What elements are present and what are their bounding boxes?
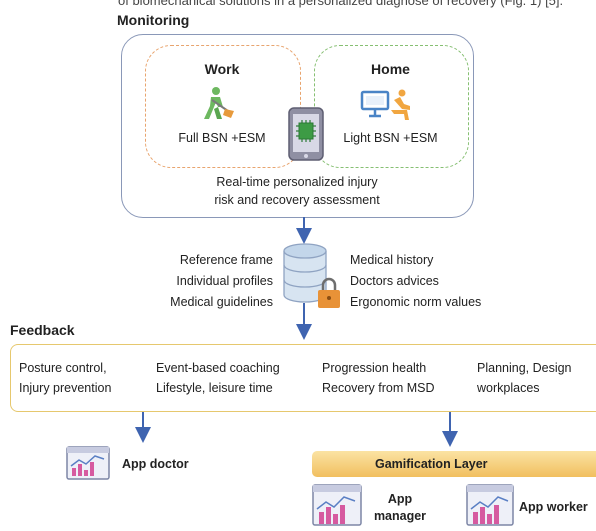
- database-lock-icon: [281, 243, 341, 319]
- app-worker-label: App worker: [519, 500, 588, 514]
- home-label: Light BSN +ESM: [343, 131, 438, 145]
- dashboard-chart-icon: [466, 484, 514, 526]
- home-title: Home: [371, 61, 410, 77]
- work-label: Full BSN +ESM: [178, 131, 266, 145]
- header-text-fragment: of biomechanical solutions in a personal…: [118, 0, 564, 8]
- feedback-item-line: workplaces: [477, 381, 540, 395]
- feedback-item-line: Recovery from MSD: [322, 381, 435, 395]
- db-right-item: Medical history: [350, 253, 434, 267]
- feedback-item-coaching: Event-based coaching Lifestyle, leisure …: [156, 358, 280, 398]
- monitor-chair-icon: [360, 88, 416, 122]
- feedback-item-line: Posture control,: [19, 361, 107, 375]
- feedback-title: Feedback: [10, 322, 75, 338]
- feedback-item-line: Planning, Design: [477, 361, 572, 375]
- app-manager-line: manager: [373, 509, 427, 523]
- db-left-item: Medical guidelines: [170, 295, 273, 309]
- dashboard-chart-icon: [66, 446, 110, 480]
- app-manager-line: App: [387, 492, 413, 506]
- feedback-item-planning: Planning, Design workplaces: [477, 358, 572, 398]
- monitoring-title: Monitoring: [117, 12, 190, 28]
- assessment-line-2: risk and recovery assessment: [214, 193, 380, 207]
- assessment-text: Real-time personalized injury risk and r…: [122, 173, 472, 209]
- db-left-item: Reference frame: [179, 253, 273, 267]
- app-doctor-label: App doctor: [122, 457, 189, 471]
- worker-shovel-icon: [198, 85, 238, 123]
- home-environment-box: [314, 45, 469, 168]
- feedback-item-progression: Progression health Recovery from MSD: [322, 358, 435, 398]
- feedback-item-posture: Posture control, Injury prevention: [19, 358, 111, 398]
- app-manager-label: App manager: [370, 491, 430, 525]
- gamification-layer-label: Gamification Layer: [375, 457, 488, 471]
- feedback-item-line: Progression health: [322, 361, 427, 375]
- db-right-item: Ergonomic norm values: [350, 295, 482, 309]
- db-right-item: Doctors advices: [350, 274, 439, 288]
- feedback-item-line: Event-based coaching: [156, 361, 280, 375]
- work-title: Work: [204, 61, 240, 77]
- db-right-list: Medical history Doctors advices Ergonomi…: [350, 250, 481, 313]
- assessment-line-1: Real-time personalized injury: [216, 175, 378, 189]
- db-left-item: Individual profiles: [176, 274, 273, 288]
- smartphone-chip-icon: [287, 107, 325, 161]
- feedback-box: [10, 344, 596, 412]
- db-left-list: Reference frame Individual profiles Medi…: [136, 250, 273, 313]
- feedback-item-line: Lifestyle, leisure time: [156, 381, 273, 395]
- feedback-item-line: Injury prevention: [19, 381, 112, 395]
- work-environment-box: [145, 45, 301, 168]
- gamification-layer-bar: [312, 451, 596, 477]
- dashboard-chart-icon: [312, 484, 362, 526]
